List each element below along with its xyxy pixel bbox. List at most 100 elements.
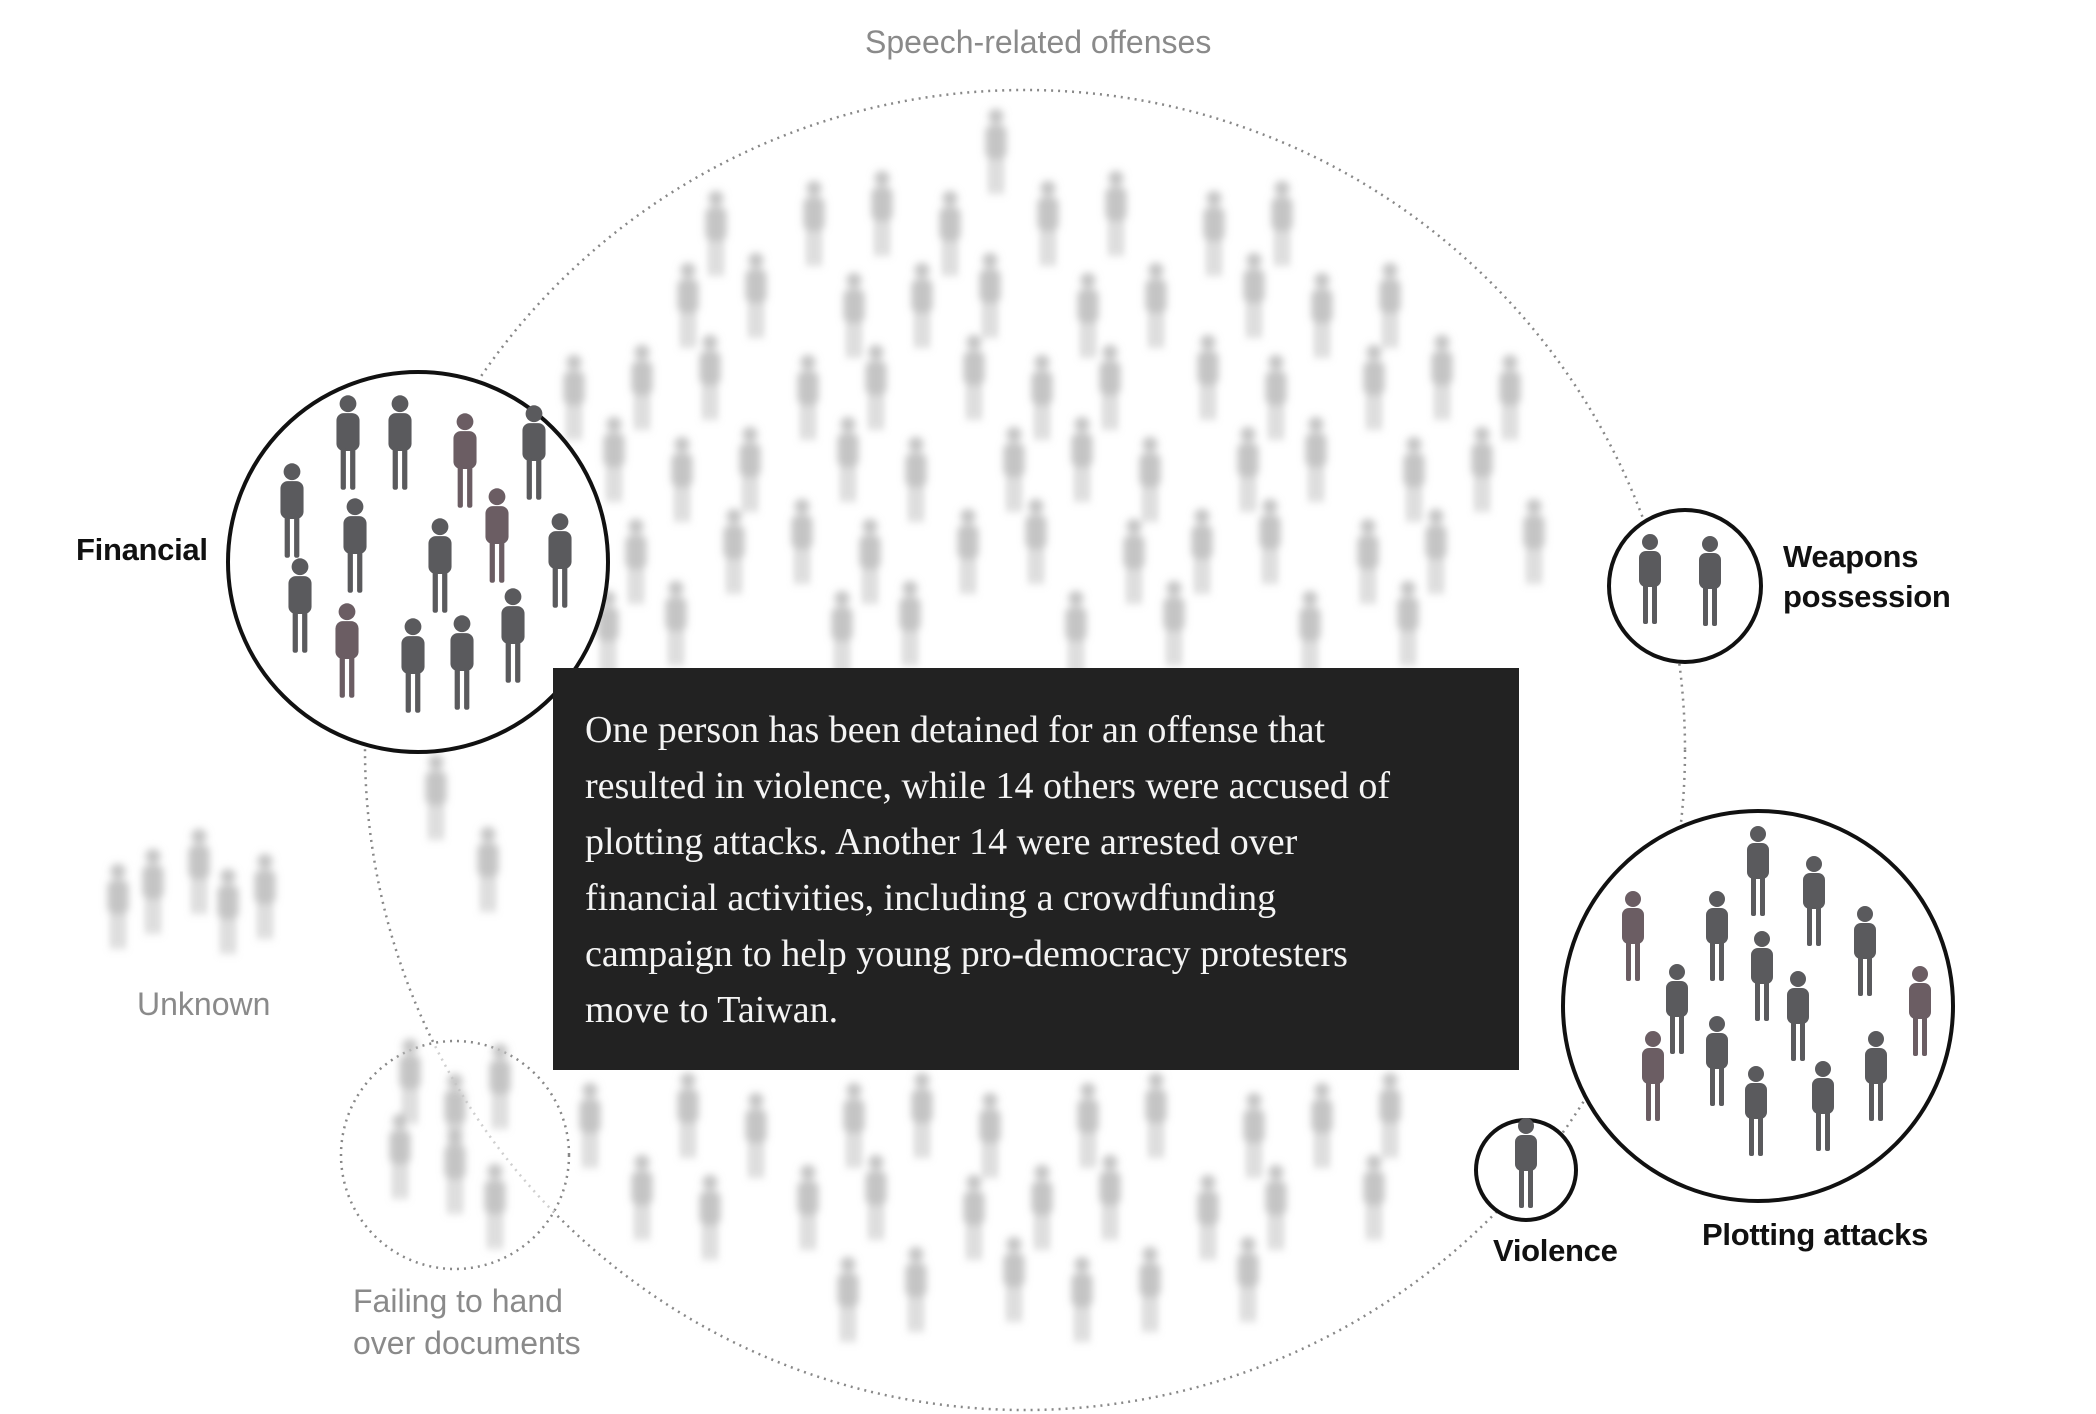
speech-person-figure [745, 252, 767, 339]
speech-person-figure [865, 1154, 887, 1241]
speech-person-figure [1363, 344, 1385, 431]
speech-person-figure [1243, 252, 1265, 339]
speech-person-figure [563, 354, 585, 441]
speech-person-figure [899, 580, 921, 667]
speech-person-figure [1305, 416, 1327, 503]
callout-line: campaign to help young pro-democracy pro… [585, 933, 1348, 975]
speech-person-figure [1071, 1256, 1093, 1343]
speech-person-figure [1065, 590, 1087, 677]
speech-person-figure [425, 754, 447, 841]
speech-person-figure [1031, 1164, 1053, 1251]
speech-label: Speech-related offenses [865, 24, 1212, 60]
speech-person-figure [1077, 1082, 1099, 1169]
speech-person-figure [1031, 354, 1053, 441]
callout-box: One person has been detained for an offe… [553, 668, 1519, 1070]
speech-person-figure [985, 108, 1007, 195]
weapons-circle [1607, 508, 1763, 664]
speech-person-figure [1403, 436, 1425, 523]
speech-person-figure [677, 1072, 699, 1159]
speech-person-figure [723, 508, 745, 595]
speech-person-figure [1379, 262, 1401, 349]
speech-person-figure [963, 334, 985, 421]
speech-person-figure [791, 498, 813, 585]
speech-person-figure [1099, 344, 1121, 431]
speech-person-figure [871, 170, 893, 257]
speech-person-figure [1311, 272, 1333, 359]
speech-person-figure [1311, 1082, 1333, 1169]
speech-person-figure [831, 590, 853, 677]
speech-person-figure [1299, 590, 1321, 677]
speech-person-figure [957, 508, 979, 595]
speech-person-figure [1425, 508, 1447, 595]
speech-person-figure [699, 1174, 721, 1261]
speech-person-figure [1139, 436, 1161, 523]
speech-person-figure [1499, 354, 1521, 441]
speech-person-figure [625, 518, 647, 605]
speech-person-figure [1025, 498, 1047, 585]
violence-label: Violence [1493, 1233, 1618, 1268]
speech-person-figure [1397, 580, 1419, 667]
speech-person-figure [1431, 334, 1453, 421]
speech-person-figure [837, 1256, 859, 1343]
speech-person-figure [665, 580, 687, 667]
speech-person-figure [843, 272, 865, 359]
speech-person-figure [797, 354, 819, 441]
speech-person-figure [911, 1072, 933, 1159]
speech-person-figure [1363, 1154, 1385, 1241]
speech-person-figure [865, 344, 887, 431]
speech-person-figure [843, 1082, 865, 1169]
speech-person-figure [699, 334, 721, 421]
speech-person-figure [979, 1092, 1001, 1179]
callout-line: resulted in violence, while 14 others we… [585, 765, 1391, 807]
unknown-person-figure [142, 848, 164, 935]
callout-line: move to Taiwan. [585, 989, 839, 1031]
speech-person-figure [1357, 518, 1379, 605]
unknown-person-figure [217, 868, 239, 955]
speech-person-figure [739, 426, 761, 513]
speech-person-figure [911, 262, 933, 349]
weapons-label-line-2: possession [1783, 579, 1951, 615]
unknown-person-figure [188, 828, 210, 915]
speech-person-figure [1003, 1236, 1025, 1323]
speech-person-figure [1237, 426, 1259, 513]
speech-person-figure [1523, 498, 1545, 585]
speech-person-figure [677, 262, 699, 349]
speech-person-figure [1265, 354, 1287, 441]
speech-person-figure [705, 190, 727, 277]
speech-person-figure [979, 252, 1001, 339]
speech-person-figure [1471, 426, 1493, 513]
speech-person-figure [631, 344, 653, 431]
speech-person-figure [1191, 508, 1213, 595]
speech-person-figure [837, 416, 859, 503]
speech-person-figure [1003, 426, 1025, 513]
weapons-label-line-1: Weapons [1783, 539, 1919, 574]
speech-person-figure [1123, 518, 1145, 605]
speech-person-figure [905, 436, 927, 523]
speech-person-figure [1077, 272, 1099, 359]
speech-person-figure [1105, 170, 1127, 257]
callout-line: One person has been detained for an offe… [585, 709, 1326, 751]
documents-label-line-1: Failing to hand [353, 1283, 563, 1319]
speech-person-figure [477, 826, 499, 913]
unknown-person-figure [107, 863, 129, 950]
speech-person-figure [905, 1246, 927, 1333]
speech-person-figure [1163, 580, 1185, 667]
speech-person-figure [1197, 334, 1219, 421]
speech-person-figure [1265, 1164, 1287, 1251]
callout-line: financial activities, including a crowdf… [585, 877, 1277, 919]
speech-person-figure [1037, 180, 1059, 267]
speech-person-figure [1145, 262, 1167, 349]
speech-person-figure [1259, 498, 1281, 585]
financial-circle [226, 370, 610, 754]
speech-person-figure [1243, 1092, 1265, 1179]
speech-person-figure [1139, 1246, 1161, 1333]
speech-person-figure [1237, 1236, 1259, 1323]
speech-person-figure [579, 1082, 601, 1169]
documents-label: Failing to hand over documents [353, 1280, 581, 1364]
speech-person-figure [939, 190, 961, 277]
speech-person-figure [1197, 1174, 1219, 1261]
callout-line: plotting attacks. Another 14 were arrest… [585, 821, 1298, 863]
plotting-label: Plotting attacks [1702, 1217, 1929, 1252]
speech-person-figure [1145, 1072, 1167, 1159]
